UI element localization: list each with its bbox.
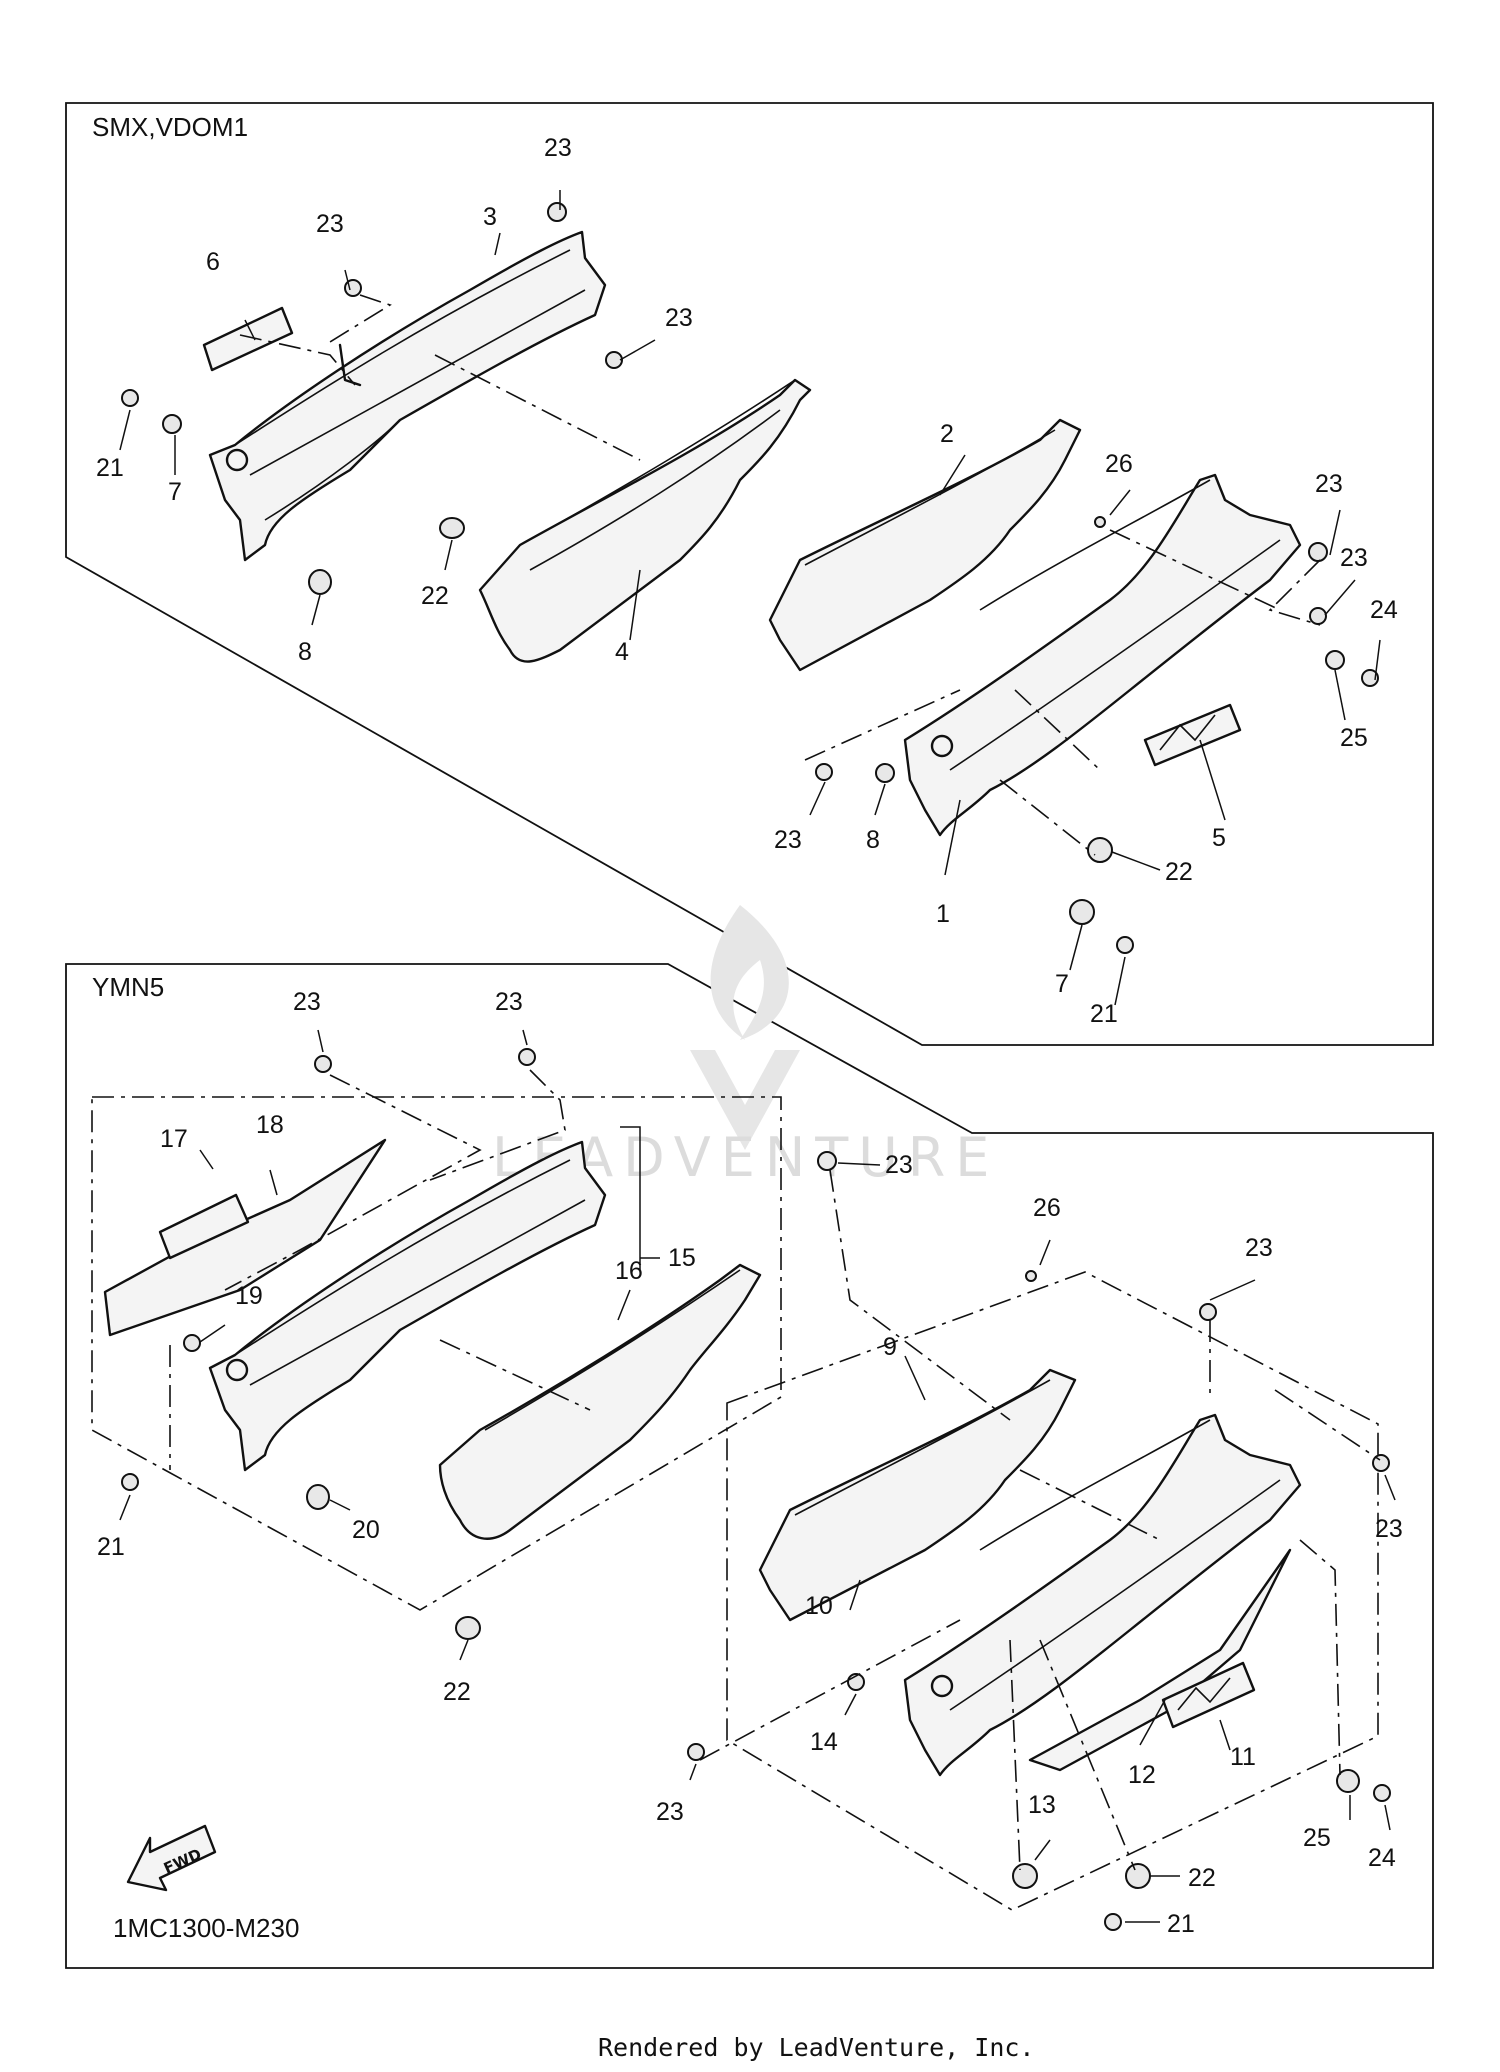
part-5-emblem	[1143, 703, 1242, 767]
callout: 23	[774, 826, 802, 854]
callout: 11	[1230, 1743, 1256, 1771]
part-12-film	[1028, 1548, 1292, 1772]
callout: 26	[1033, 1194, 1061, 1222]
callout: 17	[160, 1125, 188, 1153]
callout: 16	[615, 1257, 643, 1285]
top-hardware	[121, 202, 1379, 954]
callout: 8	[866, 826, 880, 854]
callout: 15	[668, 1244, 696, 1272]
part-2-right-inner-panel	[768, 418, 1082, 672]
region-label-top: SMX,VDOM1	[92, 112, 248, 142]
part-16-inner-panel	[438, 1263, 762, 1540]
callout: 24	[1368, 1844, 1396, 1872]
callout: 23	[1245, 1234, 1273, 1262]
callout: 14	[810, 1728, 838, 1756]
part-1-right-side-cover	[903, 473, 1302, 837]
top-region-border	[65, 102, 1434, 1046]
callout: 26	[1105, 450, 1133, 478]
callout: 8	[298, 638, 312, 666]
callout: 2	[940, 420, 954, 448]
callout: 1	[936, 900, 950, 928]
callout: 7	[1055, 970, 1069, 998]
callout: 3	[483, 203, 497, 231]
part-4-inner-panel	[478, 378, 812, 663]
part-11-emblem	[1161, 1661, 1256, 1729]
callout: 9	[883, 1333, 897, 1361]
top-callouts: 23 23 3 23 6 21 7 22 8 4 2 26 23 23 24 2…	[96, 134, 1398, 1028]
figure-code: 1MC1300-M230	[113, 1913, 299, 1943]
callout: 24	[1370, 596, 1398, 624]
region-label-bottom: YMN5	[92, 972, 164, 1002]
fwd-arrow-icon: FWD	[126, 1824, 217, 1892]
callout: 23	[544, 134, 572, 162]
callout: 22	[1188, 1864, 1216, 1892]
callout: 22	[1165, 858, 1193, 886]
callout: 5	[1212, 824, 1226, 852]
assembly-15-box	[91, 1096, 782, 1611]
callout: 18	[256, 1111, 284, 1139]
callout: 6	[206, 248, 220, 276]
bottom-leader-lines	[119, 1029, 1396, 1923]
callout: 10	[805, 1592, 833, 1620]
callout: 21	[1167, 1910, 1195, 1938]
part-17-emblem	[158, 1193, 250, 1260]
callout: 23	[885, 1151, 913, 1179]
callout: 21	[1090, 1000, 1118, 1028]
callout: 23	[665, 304, 693, 332]
footer-rendered-by: Rendered by LeadVenture, Inc.	[598, 2033, 1035, 2062]
watermark-logo	[690, 905, 800, 1150]
callout: 25	[1303, 1824, 1331, 1852]
callout: 23	[293, 988, 321, 1016]
assembly-right-box	[726, 1271, 1379, 1911]
callout: 23	[656, 1798, 684, 1826]
callout: 21	[97, 1533, 125, 1561]
callout: 22	[421, 582, 449, 610]
callout: 20	[352, 1516, 380, 1544]
part-10-right-inner-panel	[758, 1368, 1077, 1622]
callout: 25	[1340, 724, 1368, 752]
bottom-hardware	[121, 1048, 1391, 1931]
bottom-callouts: 23 23 23 17 18 15 16 19 21 20 22 26 23 9…	[97, 988, 1403, 1938]
callout: 23	[1315, 470, 1343, 498]
callout: 4	[615, 638, 629, 666]
callout: 23	[316, 210, 344, 238]
callout: 19	[235, 1282, 263, 1310]
callout: 23	[495, 988, 523, 1016]
callout: 13	[1028, 1791, 1056, 1819]
top-leader-lines	[119, 190, 1381, 1006]
bottom-right-side-cover	[903, 1413, 1302, 1777]
part-15-left-side-cover	[208, 1140, 607, 1472]
callout: 21	[96, 454, 124, 482]
callout: 12	[1128, 1761, 1156, 1789]
bottom-region-border	[65, 963, 1434, 1969]
callout: 22	[443, 1678, 471, 1706]
part-3-left-side-cover	[208, 230, 607, 562]
callout: 23	[1375, 1515, 1403, 1543]
callout: 7	[168, 478, 182, 506]
part-6-emblem	[202, 306, 294, 372]
callout: 23	[1340, 544, 1368, 572]
